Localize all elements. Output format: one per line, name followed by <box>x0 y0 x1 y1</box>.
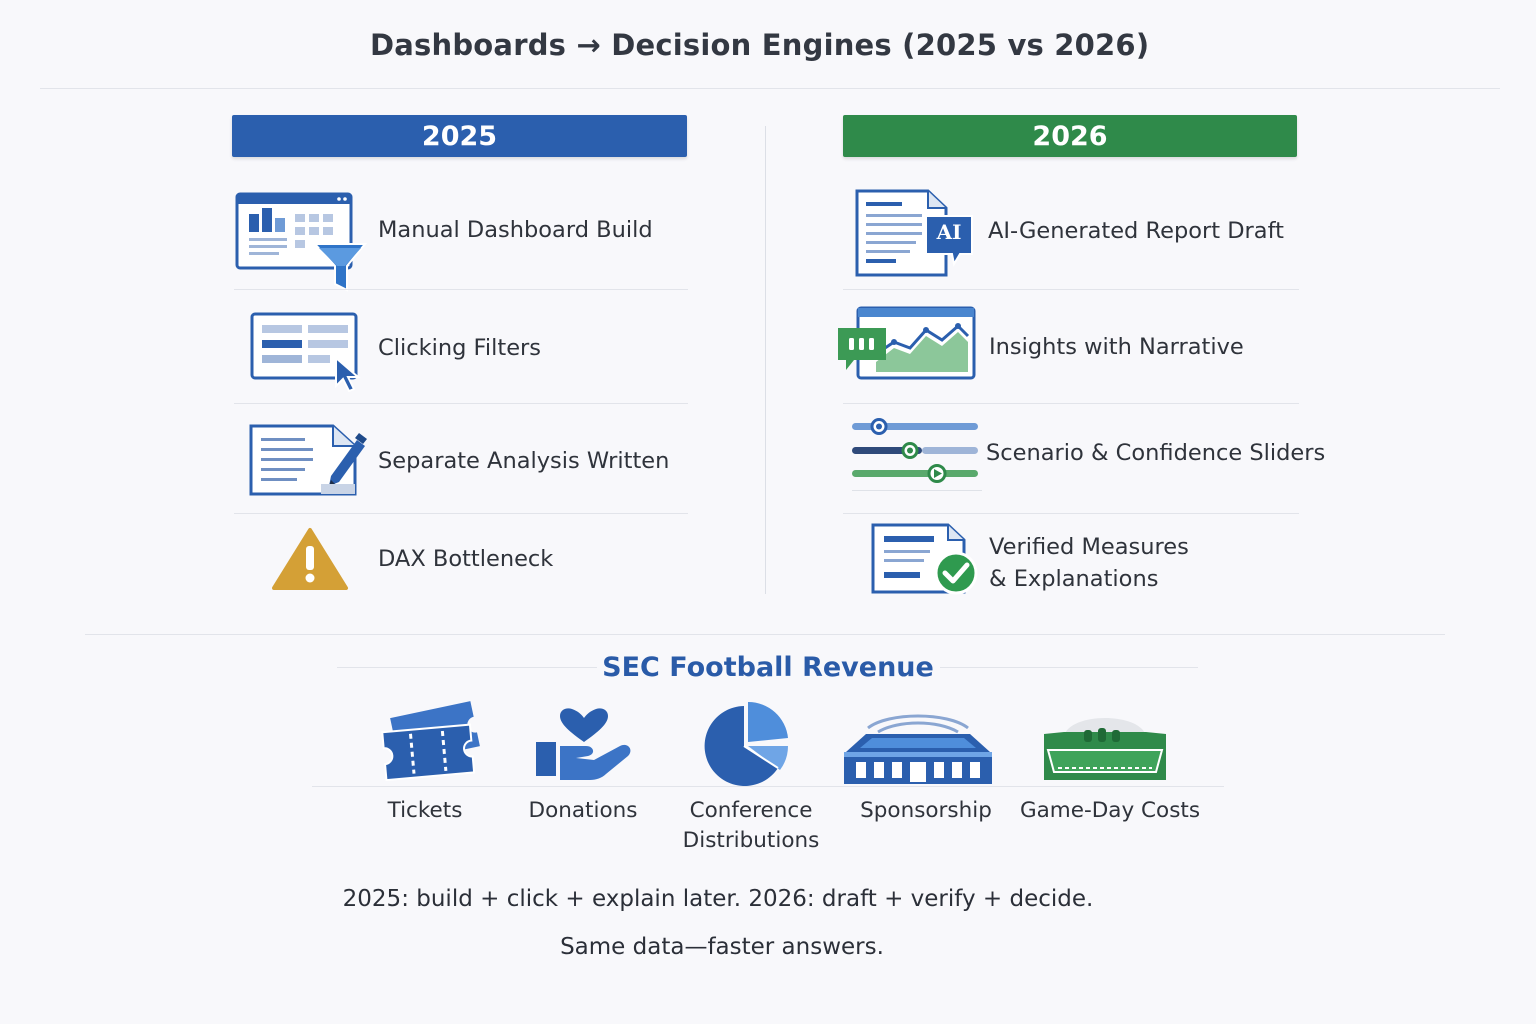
ai-document-icon <box>855 189 973 277</box>
title-divider <box>40 88 1500 89</box>
label-verified-measures: Verified Measures <box>989 534 1189 560</box>
pie-chart-icon <box>704 702 788 786</box>
category-conference: Conference <box>689 798 813 823</box>
category-distributions: Distributions <box>682 828 820 853</box>
row-divider <box>234 289 688 290</box>
stadium-icon <box>844 714 992 784</box>
page-title: Dashboards → Decision Engines (2025 vs 2… <box>370 28 1150 62</box>
header-2026: 2026 <box>843 115 1297 157</box>
header-2025-label: 2025 <box>421 120 498 152</box>
tickets-icon <box>381 701 480 782</box>
label-clicking-filters: Clicking Filters <box>378 335 542 361</box>
sec-football-revenue-title: SEC Football Revenue <box>602 652 934 683</box>
sec-title-rule-left <box>337 667 597 668</box>
footer-tagline: Same data—faster answers. <box>560 934 884 960</box>
label-dax-bottleneck: DAX Bottleneck <box>378 546 554 572</box>
sec-title-rule-right <box>940 667 1198 668</box>
warning-icon <box>272 528 348 590</box>
category-sponsorship: Sponsorship <box>860 798 992 823</box>
icons-baseline <box>312 786 1224 787</box>
row-divider <box>234 403 688 404</box>
row-divider <box>843 289 1299 290</box>
section-divider <box>85 634 1445 635</box>
label-separate-analysis-written: Separate Analysis Written <box>378 448 670 474</box>
label-insights-with-narrative: Insights with Narrative <box>989 334 1244 360</box>
header-2026-label: 2026 <box>1032 120 1108 152</box>
field-icon <box>1044 718 1166 780</box>
document-pen-icon <box>249 424 367 496</box>
dashboard-funnel-icon <box>235 192 367 292</box>
label-scenario-confidence-sliders: Scenario & Confidence Sliders <box>986 440 1326 466</box>
filter-click-icon <box>250 312 361 393</box>
sliders-icon <box>852 418 982 491</box>
row-divider <box>234 513 688 514</box>
label-manual-dashboard-build: Manual Dashboard Build <box>378 217 653 243</box>
label-ai-generated-report-draft: AI-Generated Report Draft <box>988 218 1284 244</box>
ai-badge: AI <box>936 220 962 244</box>
row-divider <box>843 513 1299 514</box>
verified-document-icon <box>871 523 978 595</box>
column-divider <box>765 126 766 594</box>
footer-summary: 2025: build + click + explain later. 202… <box>342 886 1094 912</box>
label-explanations: & Explanations <box>989 566 1159 592</box>
category-donations: Donations <box>528 798 638 823</box>
chart-narrative-icon <box>838 306 976 380</box>
header-2025: 2025 <box>232 115 687 157</box>
category-tickets: Tickets <box>387 798 463 823</box>
row-divider <box>843 403 1299 404</box>
heart-hand-icon <box>536 708 631 780</box>
category-game-day-costs: Game-Day Costs <box>1019 798 1201 823</box>
